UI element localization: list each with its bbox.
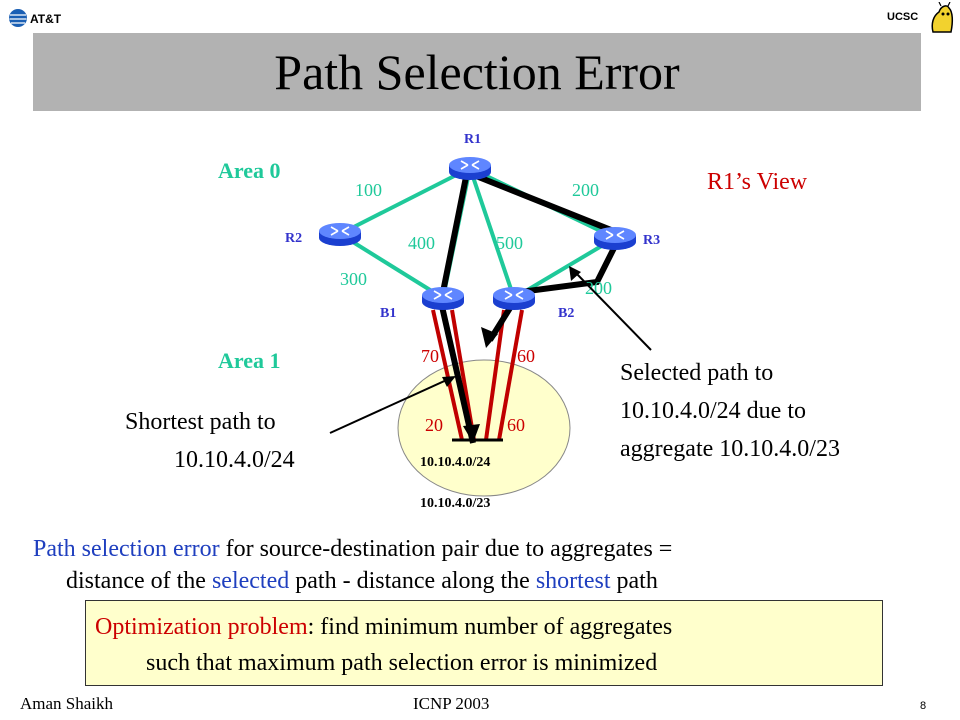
selected-annotation-line1: Selected path to [620, 360, 773, 386]
ucsc-logo-text: UCSC [887, 11, 919, 23]
definition-shortest-word: shortest [535, 568, 611, 594]
att-logo: AT&T [8, 6, 68, 35]
subnet-24-label: 10.10.4.0/24 [420, 455, 490, 470]
slide-title: Path Selection Error [274, 44, 680, 100]
router-label-r1: R1 [464, 132, 481, 147]
router-label-b1: B1 [380, 306, 396, 321]
definition-line2: distance of the selected path - distance… [66, 566, 946, 596]
link-b2-left [484, 309, 506, 441]
shortest-annotation-line2: 10.10.4.0/24 [174, 447, 295, 473]
link-b2-right [497, 309, 524, 441]
router-label-r2: R2 [285, 231, 302, 246]
selected-path-arrowhead [481, 327, 498, 348]
optimization-line1-rest: : find minimum number of aggregates [307, 614, 673, 640]
router-r1-icon [448, 156, 492, 181]
definition-selected-word: selected [211, 568, 290, 594]
shortest-annotation-line1: Shortest path to [125, 409, 276, 435]
optimization-box [85, 600, 883, 686]
link-r2-b1 [338, 232, 445, 300]
footer-page-number: 8 [920, 700, 927, 712]
title-bar [33, 33, 921, 111]
router-label-b2: B2 [558, 306, 574, 321]
weight-r1-b2: 500 [496, 233, 523, 253]
definition-line2-part-c: path [610, 568, 658, 594]
definition-line1: Path selection error for source-destinat… [33, 534, 933, 564]
definition-line1-rest: for source-destination pair due to aggre… [219, 536, 673, 562]
optimization-term: Optimization problem [95, 614, 308, 640]
link-b1-left [431, 309, 464, 441]
footer-author: Aman Shaikh [20, 694, 114, 713]
weight-b1-area1: 70 [421, 346, 439, 366]
network-diagram: R1 R2 R3 B1 B2 Area 0 Area 1 R1’s View 1… [125, 132, 840, 511]
att-logo-text: AT&T [30, 12, 62, 26]
definition-line2-part-a: distance of the [66, 568, 212, 594]
weight-r1-r3: 200 [572, 180, 599, 200]
area1-region [397, 359, 571, 497]
view-label: R1’s View [707, 169, 808, 195]
selected-pointer-arrowhead [569, 266, 581, 281]
optimization-line1: Optimization problem: find minimum numbe… [95, 612, 875, 642]
area1-label: Area 1 [218, 348, 281, 373]
router-label-r3: R3 [643, 233, 660, 248]
definition-term: Path selection error [33, 536, 220, 562]
selected-annotation-line3: aggregate 10.10.4.0/23 [620, 436, 840, 462]
weight-r1-r2: 100 [355, 180, 382, 200]
router-b2-icon [492, 286, 536, 311]
shortest-pointer-arrowhead [442, 376, 456, 387]
footer-venue: ICNP 2003 [413, 694, 490, 713]
optimization-line2: such that maximum path selection error i… [146, 650, 658, 676]
weight-b2-subnet: 60 [507, 415, 525, 435]
banana-slug-icon [927, 1, 957, 39]
router-b1-icon [421, 286, 465, 311]
weight-r2-b1: 300 [340, 269, 367, 289]
shortest-pointer-line [329, 377, 452, 434]
selected-pointer-line [573, 270, 652, 351]
weight-b2-area1: 60 [517, 346, 535, 366]
definition-line2-part-b: path - distance along the [289, 568, 536, 594]
link-r1-b2 [468, 167, 516, 299]
subnet-23-label: 10.10.4.0/23 [420, 496, 490, 511]
router-r3-icon [593, 226, 637, 251]
weight-b1-subnet: 20 [425, 415, 443, 435]
weight-r1-b1: 400 [408, 233, 435, 253]
shortest-path-arrowhead [463, 424, 480, 443]
selected-path-line [474, 173, 626, 342]
area0-label: Area 0 [218, 158, 281, 183]
selected-annotation-line2: 10.10.4.0/24 due to [620, 398, 806, 424]
link-r1-r2 [339, 166, 471, 236]
weight-r3-b2: 200 [585, 278, 612, 298]
router-r2-icon [318, 222, 362, 247]
